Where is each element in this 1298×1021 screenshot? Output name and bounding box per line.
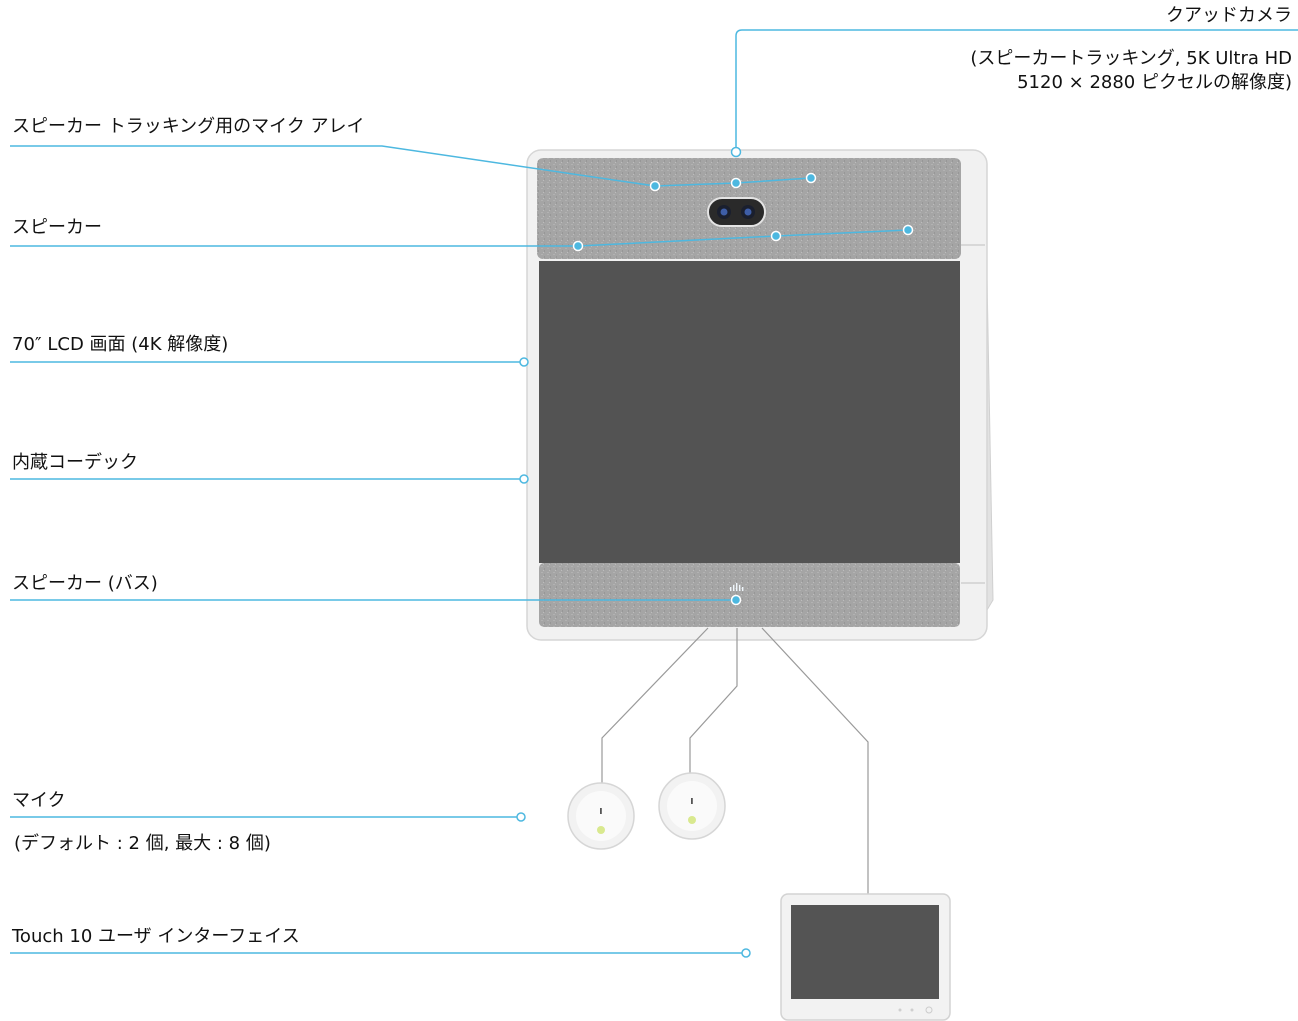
cisco-logo	[730, 583, 744, 591]
mic-array-label: スピーカー トラッキング用のマイク アレイ	[12, 116, 365, 137]
camera-detail-label-1: (スピーカートラッキング, 5K Ultra HD	[970, 48, 1292, 69]
codec-label: 内蔵コーデック	[12, 452, 138, 473]
mic-array-marker-1	[649, 180, 661, 192]
microphones-marker	[516, 812, 526, 822]
mic-array-marker-3	[805, 172, 817, 184]
table-microphone-2	[658, 772, 726, 840]
touch10-device	[780, 893, 951, 1021]
mic-array-marker-2	[730, 177, 742, 189]
speaker-marker-2	[770, 230, 782, 242]
speakers-label: スピーカー	[12, 217, 102, 238]
touch10-label: Touch 10 ユーザ インターフェイス	[12, 926, 300, 947]
lcd-marker	[519, 357, 529, 367]
bottom-fabric-panel	[539, 563, 960, 627]
lcd-label: 70″ LCD 画面 (4K 解像度)	[12, 334, 229, 355]
camera-leader-line	[735, 29, 1298, 152]
speaker-marker-3	[902, 224, 914, 236]
microphones-label: マイク	[12, 790, 66, 811]
microphones-detail-label: (デフォルト : 2 個, 最大 : 8 個)	[14, 833, 271, 854]
touch10-marker	[741, 948, 751, 958]
mic1-cable	[601, 627, 709, 786]
speaker-marker-1	[572, 240, 584, 252]
mic2-cable	[689, 628, 738, 778]
codec-marker	[519, 474, 529, 484]
table-microphone-1	[567, 782, 635, 850]
quad-camera	[707, 197, 766, 227]
cables	[601, 627, 869, 896]
bass-speaker-marker	[730, 594, 742, 606]
camera-detail-label-2: 5120 × 2880 ピクセルの解像度)	[1017, 72, 1292, 93]
camera-title-label: クアッドカメラ	[1166, 5, 1292, 26]
camera-marker	[730, 146, 742, 158]
speakers-leader-line	[10, 229, 909, 247]
lcd-screen	[539, 261, 960, 563]
display-unit	[526, 148, 994, 641]
bass-speaker-label: スピーカー (バス)	[12, 573, 158, 594]
touch10-cable	[761, 627, 869, 896]
